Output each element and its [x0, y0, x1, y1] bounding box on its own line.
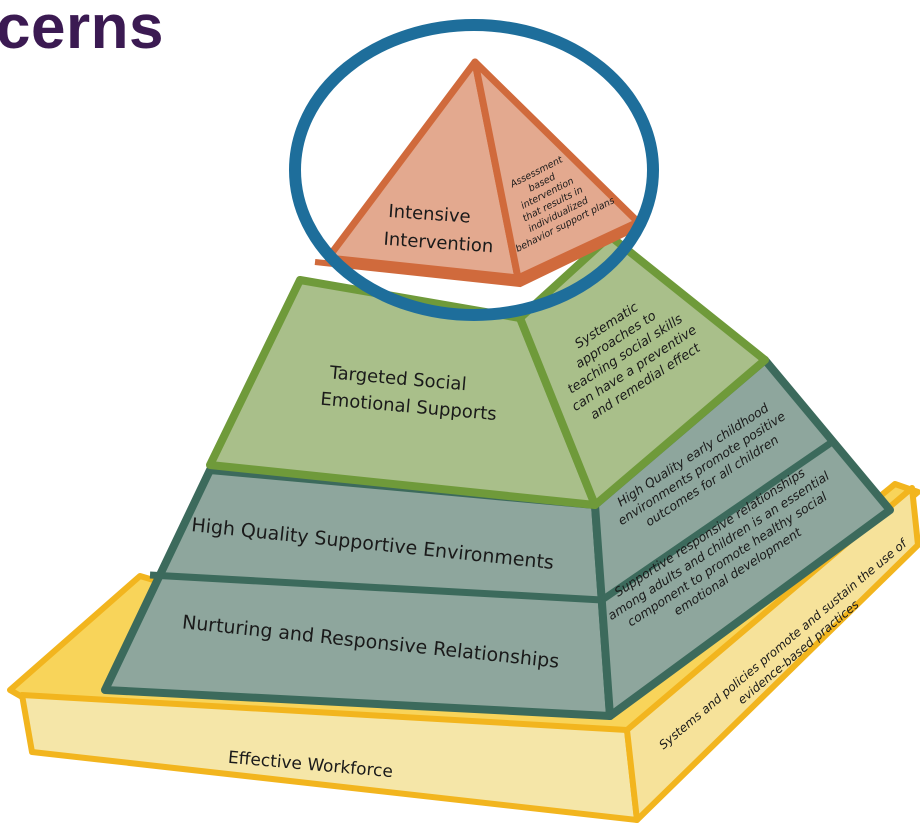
highlight-circle [289, 19, 659, 321]
intensive-tier [314, 58, 642, 288]
green-side-face [516, 232, 769, 509]
teal-divider-front [149, 571, 603, 604]
targeted-tier [206, 232, 769, 509]
teal-divider-side [600, 437, 837, 603]
top-rim [314, 223, 642, 288]
foundation-tiers [101, 356, 894, 720]
page-title: cerns [0, 0, 164, 62]
top-side-face [471, 58, 642, 282]
